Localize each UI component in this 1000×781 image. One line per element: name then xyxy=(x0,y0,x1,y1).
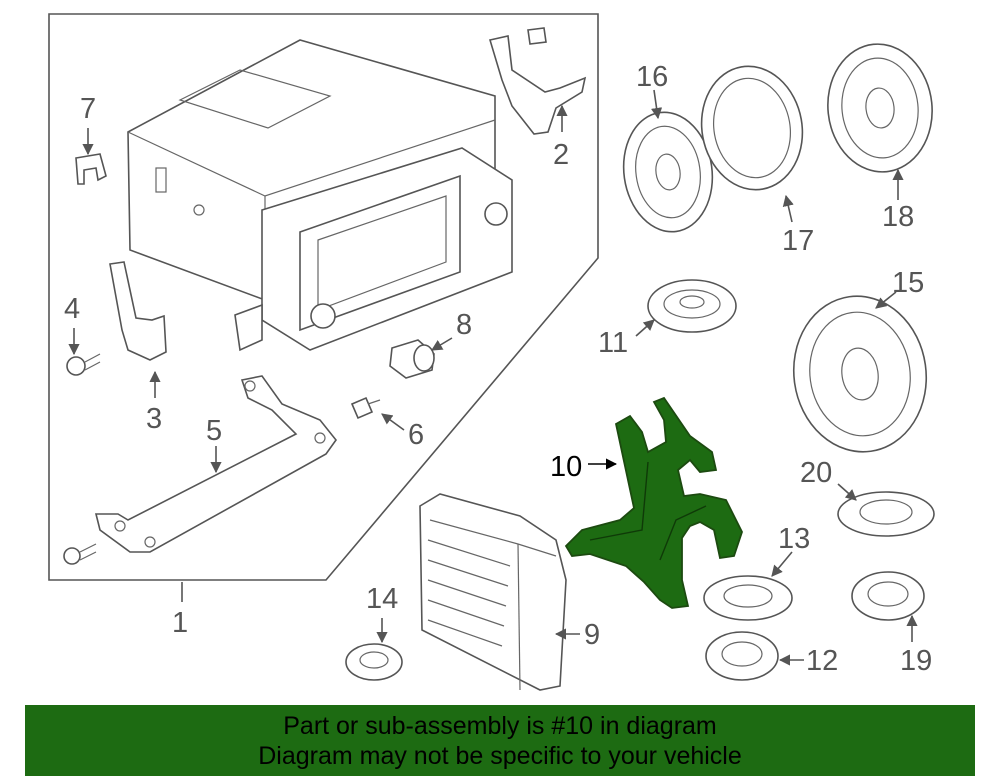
part-tweeter-11 xyxy=(647,279,737,333)
callout-7: 7 xyxy=(80,93,96,125)
part-tweeter-13 xyxy=(703,575,793,621)
part-bracket-right xyxy=(488,35,587,135)
part-screw-bottom xyxy=(63,543,97,565)
part-head-unit xyxy=(127,39,513,352)
callout-11: 11 xyxy=(598,327,628,359)
part-screw-left xyxy=(66,353,101,376)
callout-labels: 1 2 3 4 5 6 7 8 9 10 11 12 13 14 15 16 1… xyxy=(64,61,932,677)
callout-16: 16 xyxy=(636,61,668,93)
banner-line-2: Diagram may not be specific to your vehi… xyxy=(258,741,742,770)
callout-1: 1 xyxy=(172,607,188,639)
callout-5: 5 xyxy=(206,415,222,447)
callout-9: 9 xyxy=(584,619,600,651)
callout-10: 10 xyxy=(550,451,582,483)
callout-20: 20 xyxy=(800,457,832,489)
leader-lines xyxy=(68,89,918,666)
part-clip xyxy=(75,153,107,185)
callout-4: 4 xyxy=(64,293,80,325)
part-amplifier xyxy=(419,493,567,691)
part-screw-top xyxy=(527,27,547,45)
part-speaker-15 xyxy=(792,295,928,453)
banner-line-1: Part or sub-assembly is #10 in diagram xyxy=(283,711,717,740)
part-tweeter-14 xyxy=(345,643,403,681)
callout-19: 19 xyxy=(900,645,932,677)
callout-8: 8 xyxy=(456,309,472,341)
part-speaker-ring-17 xyxy=(700,65,804,191)
part-bracket-left xyxy=(109,261,167,361)
part-lower-bracket xyxy=(94,375,338,553)
callout-15: 15 xyxy=(892,267,924,299)
info-banner: Part or sub-assembly is #10 in diagram D… xyxy=(25,705,975,776)
assembly-boundary xyxy=(48,13,599,581)
callout-18: 18 xyxy=(882,201,914,233)
part-screw-middle xyxy=(350,396,381,420)
callout-12: 12 xyxy=(806,645,838,677)
callout-14: 14 xyxy=(366,583,398,615)
callout-13: 13 xyxy=(778,523,810,555)
part-tweeter-12 xyxy=(705,631,779,681)
part-knob xyxy=(389,339,435,379)
part-speaker-18 xyxy=(827,43,933,173)
callout-6: 6 xyxy=(408,419,424,451)
callout-3: 3 xyxy=(146,403,162,435)
part-tweeter-19 xyxy=(851,571,925,621)
part-10-bracket xyxy=(564,396,743,609)
callout-17: 17 xyxy=(782,225,814,257)
part-tweeter-20 xyxy=(837,491,935,537)
callout-2: 2 xyxy=(553,139,569,171)
